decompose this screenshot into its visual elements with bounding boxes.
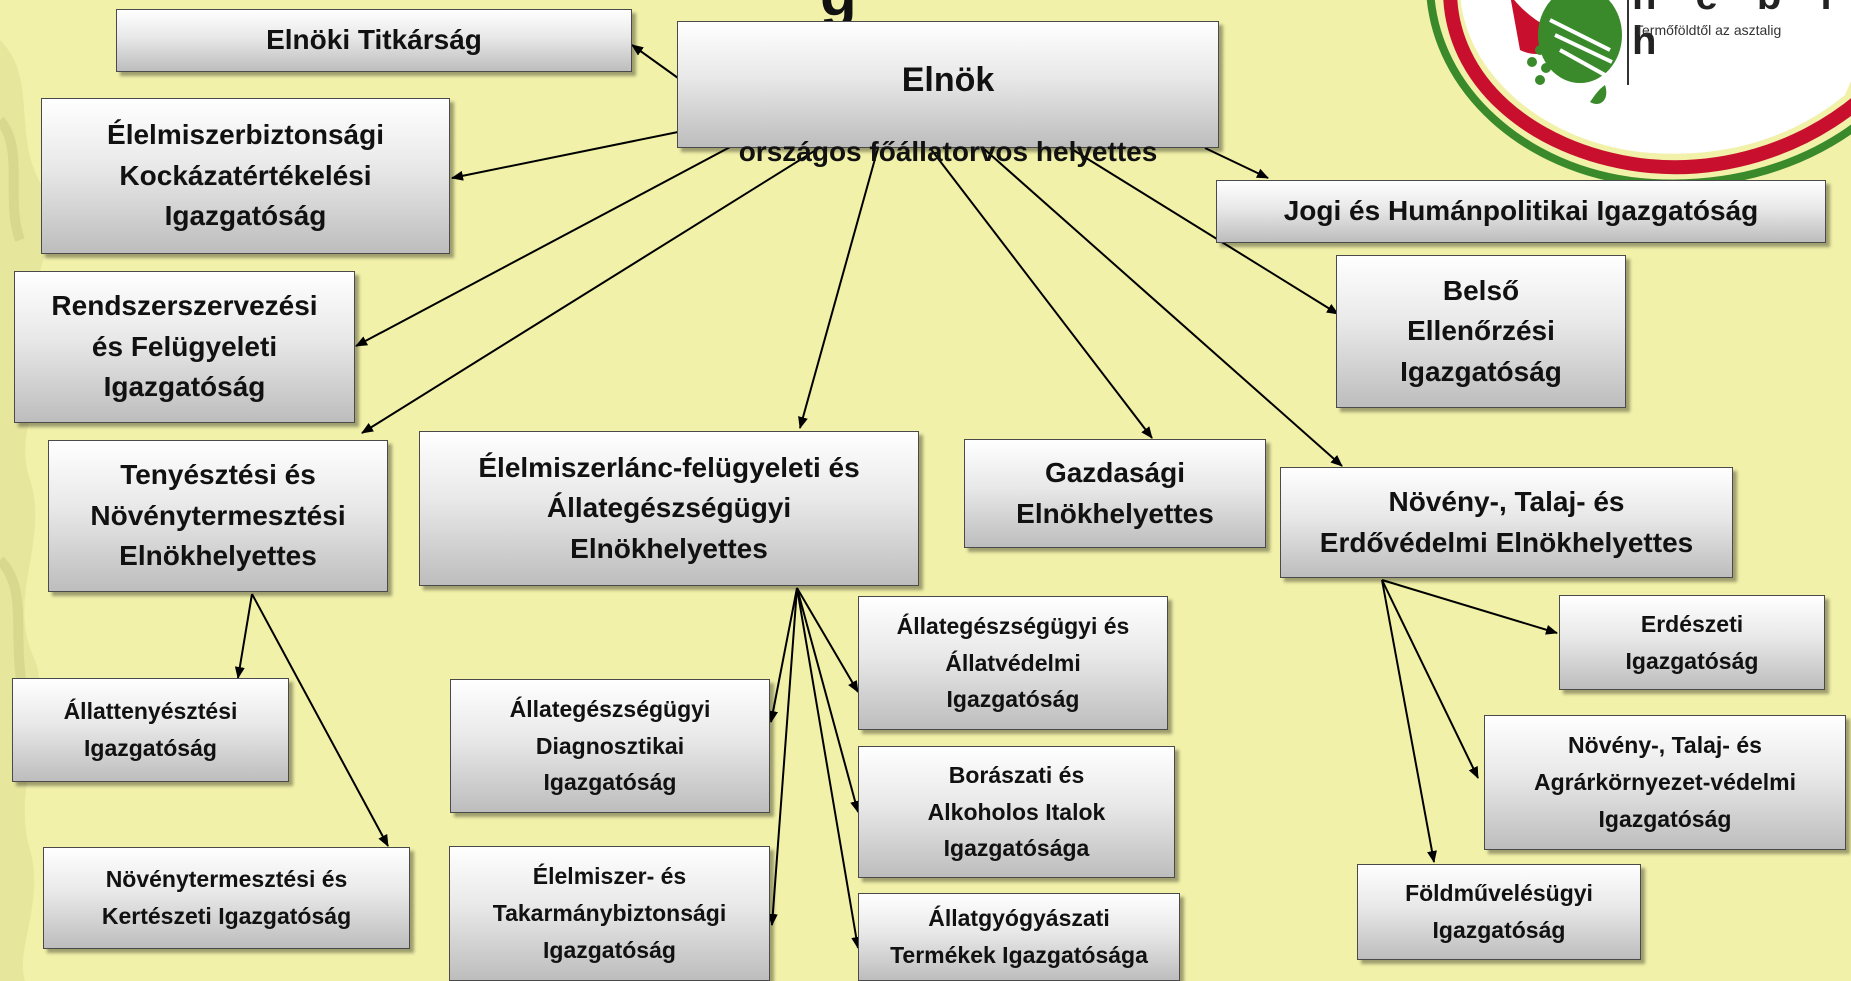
node-elnoki-titkarsag: Elnöki Titkárság: [116, 9, 632, 72]
node-erdeszeti: Erdészeti Igazgatóság: [1559, 595, 1825, 690]
elnok-subtitle: országos főállatorvos helyettes: [738, 135, 1158, 167]
node-allatgyogyaszati: Állatgyógyászati Termékek Igazgatósága: [858, 893, 1180, 981]
node-rendszerszervezesi: Rendszerszervezési és Felügyeleti Igazga…: [14, 271, 355, 423]
node-noveny-elnokhelyettes: Növény-, Talaj- és Erdővédelmi Elnökhely…: [1280, 467, 1733, 578]
node-gazdasagi-elnokhelyettes: Gazdasági Elnökhelyettes: [964, 439, 1266, 548]
node-elelmiszerlanc-elnokhelyettes: Élelmiszerlánc-felügyeleti és Állategész…: [419, 431, 919, 586]
node-boraszati: Borászati és Alkoholos Italok Igazgatósá…: [858, 746, 1175, 878]
logo-tagline: Termőföldtől az asztalig: [1635, 22, 1782, 38]
logo-name: n e b i h: [1632, 0, 1832, 63]
node-kockazatertekelesi: Élelmiszerbiztonsági Kockázatértékelési …: [41, 98, 450, 254]
node-allattenyesztesi: Állattenyésztési Igazgatóság: [12, 678, 289, 782]
node-elnok: Elnök országos főállatorvos helyettes: [677, 21, 1219, 167]
node-tenyesztesi-elnokhelyettes: Tenyésztési és Növénytermesztési Elnökhe…: [48, 440, 388, 592]
node-foldmuvelesugyi: Földművelésügyi Igazgatóság: [1357, 864, 1641, 960]
node-allategeszseg-allatvedelmi: Állategészségügyi és Állatvédelmi Igazga…: [858, 596, 1168, 730]
node-belso-ellenorzesi: Belső Ellenőrzési Igazgatóság: [1336, 255, 1626, 408]
node-jogi-humanpolitikai: Jogi és Humánpolitikai Igazgatóság: [1216, 180, 1826, 243]
node-novenytermesztesi: Növénytermesztési és Kertészeti Igazgató…: [43, 847, 410, 949]
node-allategeszseg-diagnosztikai: Állategészségügyi Diagnosztikai Igazgató…: [450, 679, 770, 813]
node-elelmiszer-takarmany: Élelmiszer- és Takarmánybiztonsági Igazg…: [449, 846, 770, 981]
node-agrarkornyezet: Növény-, Talaj- és Agrárkörnyezet-védelm…: [1484, 715, 1846, 850]
nebih-logo: [1426, 0, 1851, 188]
elnok-title: Elnök: [901, 61, 995, 100]
